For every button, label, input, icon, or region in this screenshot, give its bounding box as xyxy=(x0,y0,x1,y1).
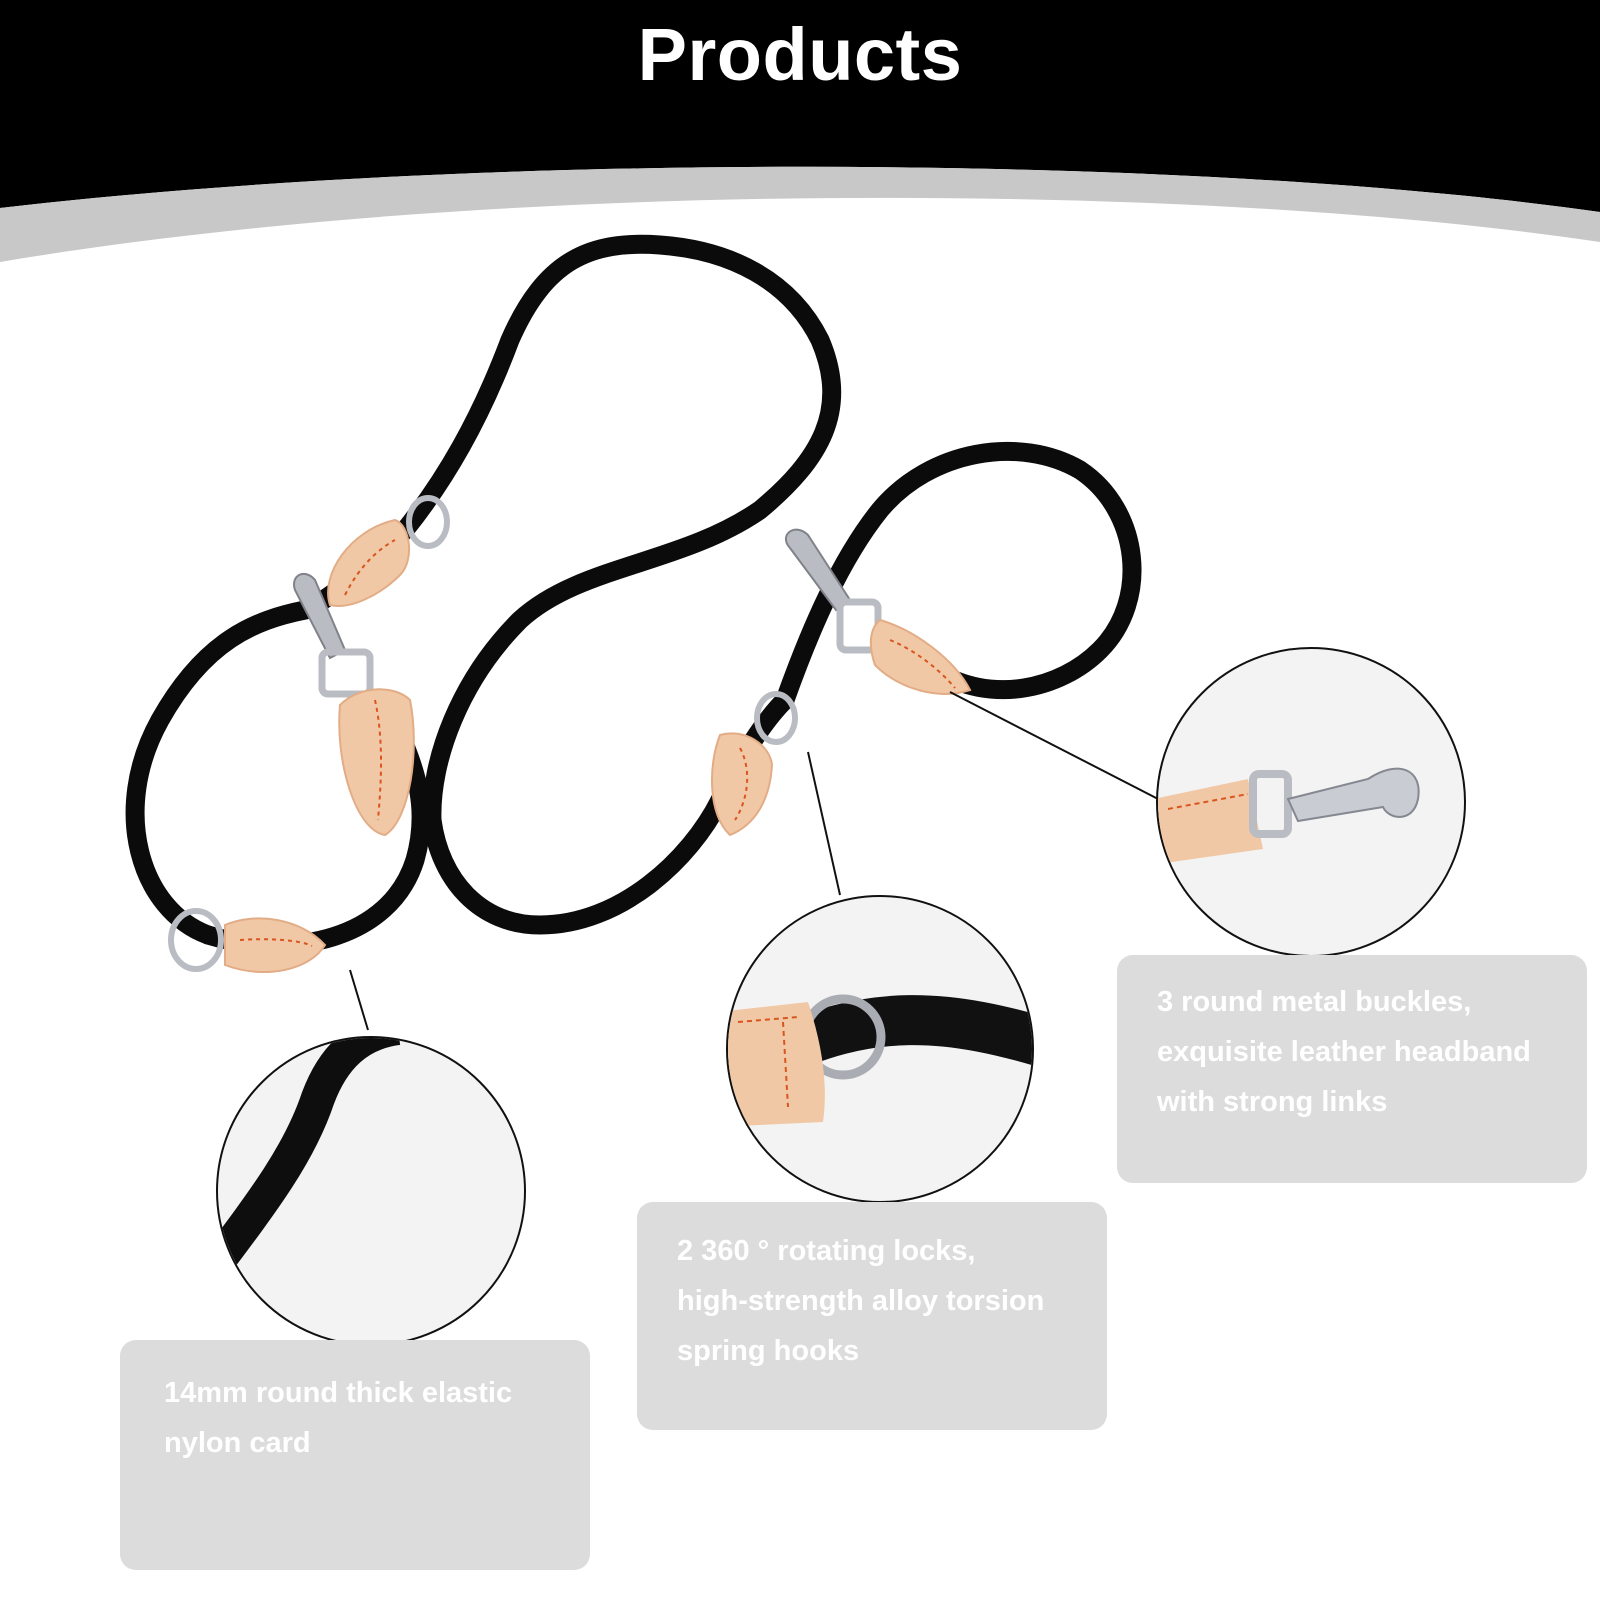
snap-hook-closeup-image xyxy=(1156,647,1466,957)
feature-text-line: with strong links xyxy=(1157,1086,1388,1118)
feature-text-line: 14mm round thick elastic xyxy=(164,1377,513,1409)
feature-box-hooks: 2 360 ° rotating locks, high-strength al… xyxy=(637,1202,1107,1430)
feature-text-line: nylon card xyxy=(164,1427,311,1459)
feature-text-line: 3 round metal buckles, xyxy=(1157,986,1472,1018)
feature-box-buckles: 3 round metal buckles, exquisite leather… xyxy=(1117,955,1587,1183)
feature-text-line: exquisite leather headband xyxy=(1157,1036,1531,1068)
ring-closeup-image xyxy=(726,895,1034,1203)
feature-box-rope: 14mm round thick elastic nylon card xyxy=(120,1340,590,1570)
header-banner xyxy=(0,0,1600,262)
feature-text-line: high-strength alloy torsion xyxy=(677,1285,1045,1317)
feature-text-line: spring hooks xyxy=(677,1335,860,1367)
feature-text-line: 2 360 ° rotating locks, xyxy=(677,1235,976,1267)
rope-closeup-image xyxy=(216,1036,526,1346)
page-title: Products xyxy=(637,13,963,96)
